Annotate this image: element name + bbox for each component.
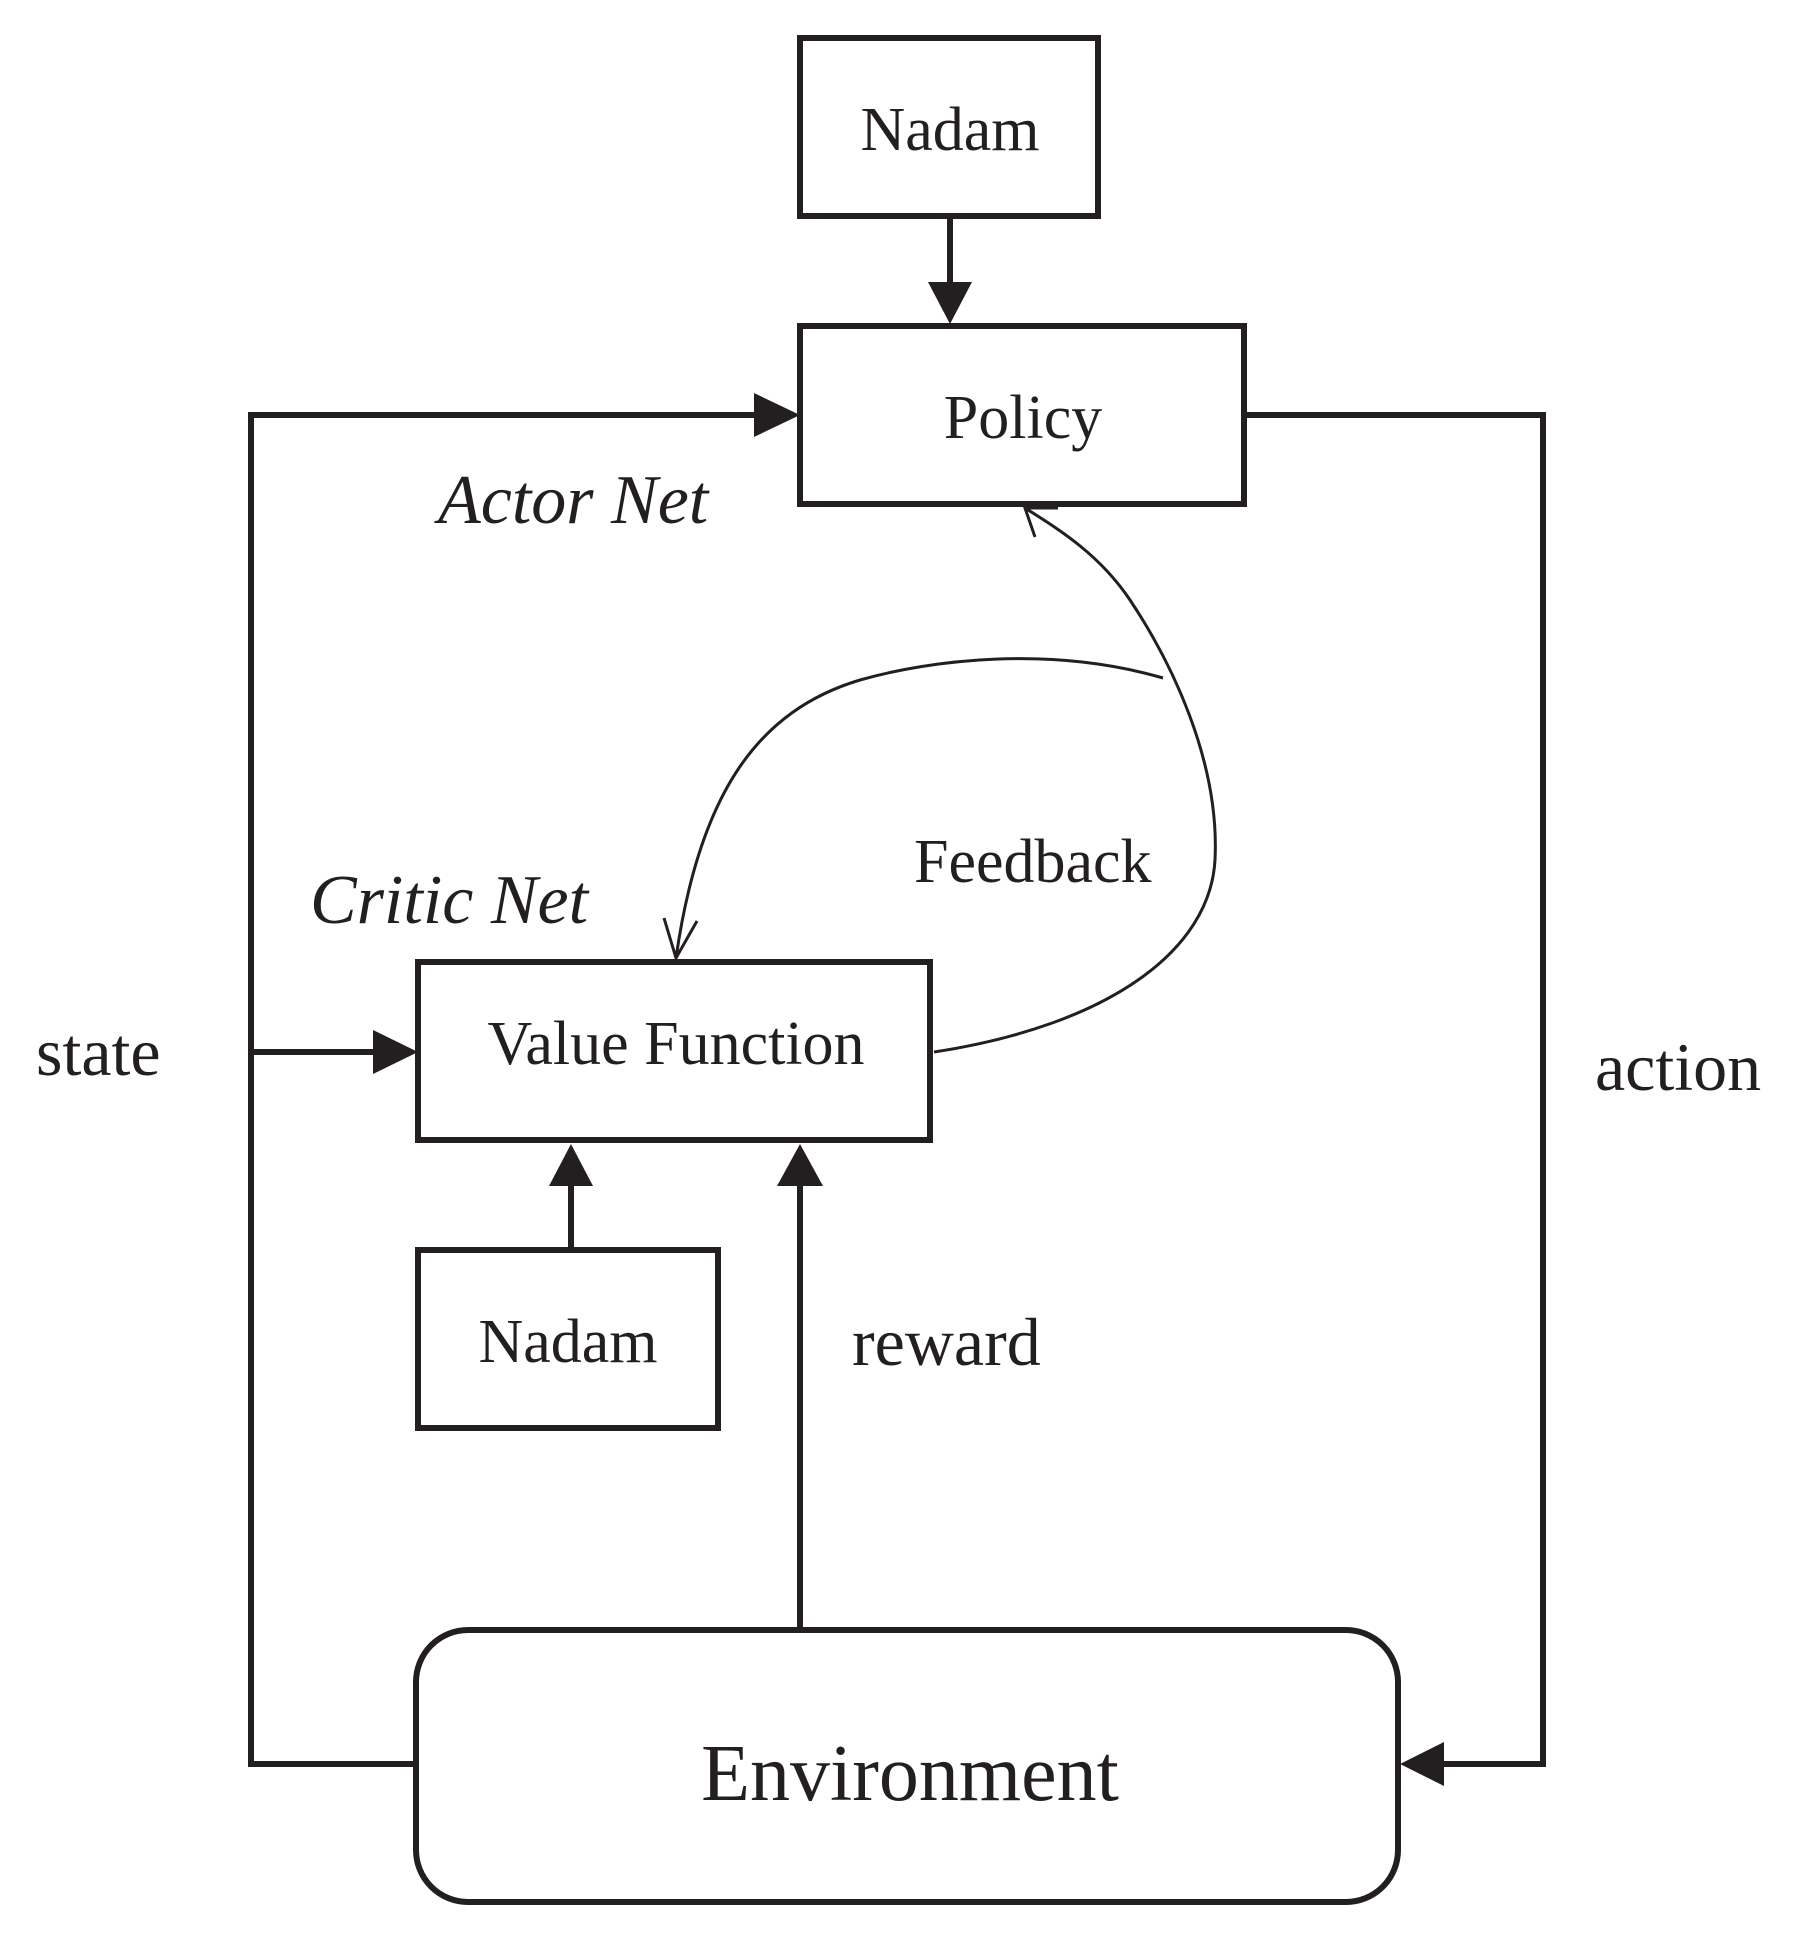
nadam-top-box (797, 35, 1101, 219)
edge-feedback (933, 506, 1217, 1054)
reward-label: reward (852, 1304, 1041, 1380)
environment-box (413, 1627, 1401, 1905)
critic-net-label: Critic Net (310, 862, 590, 939)
policy-box (797, 323, 1247, 507)
edge-critic-loop (674, 657, 1164, 959)
nadam-bottom-label: Nadam (478, 1308, 657, 1376)
nadam-top-label: Nadam (860, 96, 1039, 164)
arrowhead-nadam-to-policy (928, 282, 972, 324)
arrowhead-reward (777, 1144, 823, 1186)
arrowhead-nadam-to-value-function (549, 1144, 593, 1186)
arrowhead-action-to-environment (1400, 1742, 1444, 1786)
feedback-label: Feedback (914, 828, 1152, 896)
arrowhead-feedback (1022, 506, 1058, 538)
arrowhead-state-to-value-function (373, 1030, 418, 1074)
value-function-label: Value Function (487, 1010, 864, 1078)
value-function-box (415, 959, 933, 1143)
action-label: action (1595, 1029, 1761, 1105)
arrowhead-state-to-policy (754, 393, 800, 437)
environment-label: Environment (701, 1730, 1119, 1818)
state-label: state (36, 1014, 161, 1090)
actor-net-label: Actor Net (434, 462, 710, 539)
edge-policy-to-environment (1244, 412, 1546, 1767)
nadam-bottom-box (415, 1247, 721, 1431)
edge-environment-to-policy (248, 412, 758, 1767)
policy-label: Policy (944, 384, 1102, 452)
arrowhead-critic-loop (662, 917, 699, 962)
